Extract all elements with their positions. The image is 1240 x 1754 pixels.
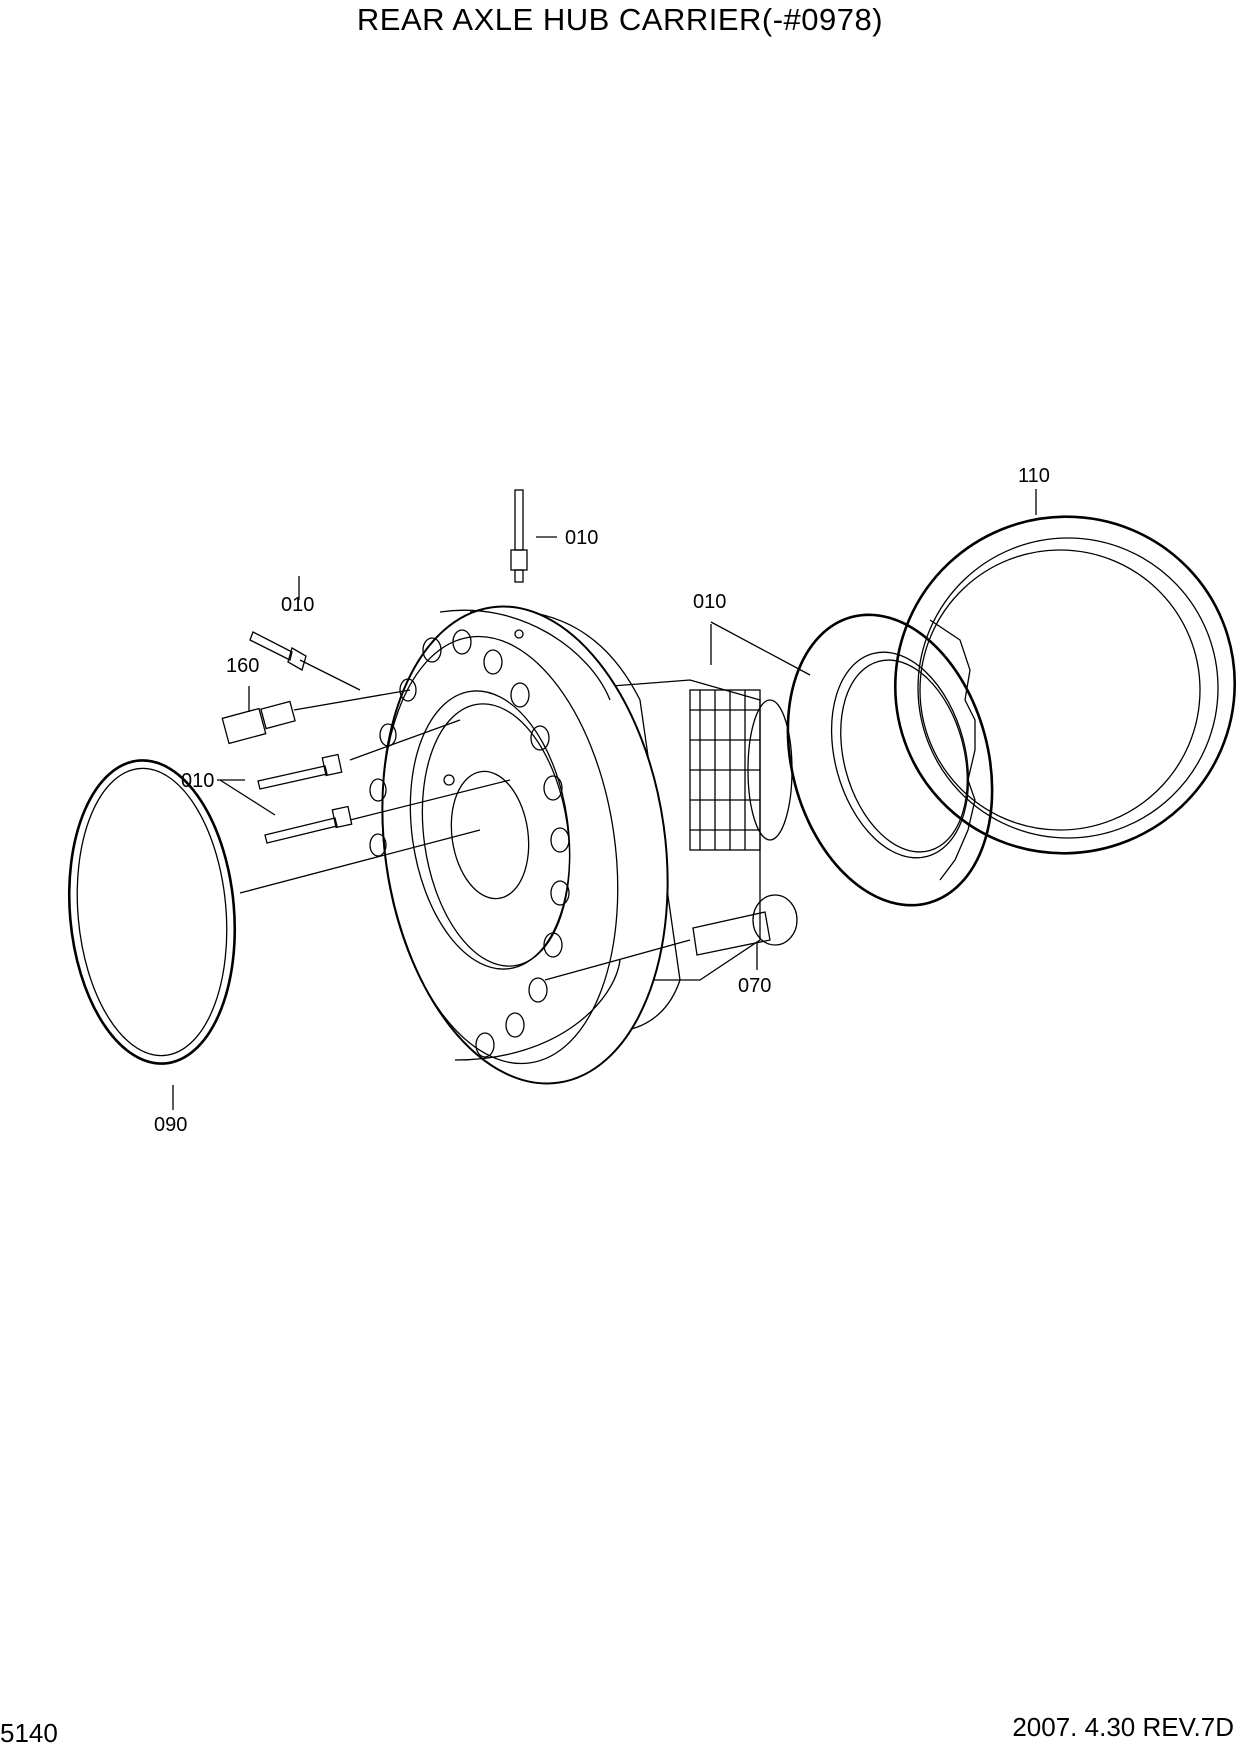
- breather-valve-160: [221, 700, 296, 745]
- callout-010-left-lower: 010: [181, 770, 214, 792]
- callout-010-left-upper: 010: [281, 594, 314, 616]
- page-number: 5140: [0, 1718, 58, 1748]
- seal-ring-110: [893, 515, 1237, 855]
- callout-010-center: 010: [693, 591, 726, 613]
- leader-lines: [172, 489, 1037, 1110]
- callout-160: 160: [226, 655, 259, 677]
- stud-lower-left-1: [257, 753, 343, 790]
- hub-carrier: [369, 605, 793, 1085]
- bolt-070: [692, 894, 798, 956]
- slotted-nut: [786, 613, 994, 907]
- callout-070: 070: [738, 975, 771, 997]
- stud-top: [510, 489, 528, 583]
- page-title: REAR AXLE HUB CARRIER(-#0978): [356, 2, 884, 37]
- flange-bolt-holes: [369, 629, 570, 1058]
- stud-upper-left: [249, 631, 307, 671]
- stud-lower-left-2: [264, 805, 353, 844]
- spline-gear: [689, 689, 793, 851]
- callout-010-top: 010: [565, 527, 598, 549]
- callout-090: 090: [154, 1114, 187, 1136]
- callout-110: 110: [1018, 465, 1050, 487]
- o-ring-090: [67, 759, 237, 1065]
- revision-info: 2007. 4.30 REV.7D: [1012, 1712, 1234, 1742]
